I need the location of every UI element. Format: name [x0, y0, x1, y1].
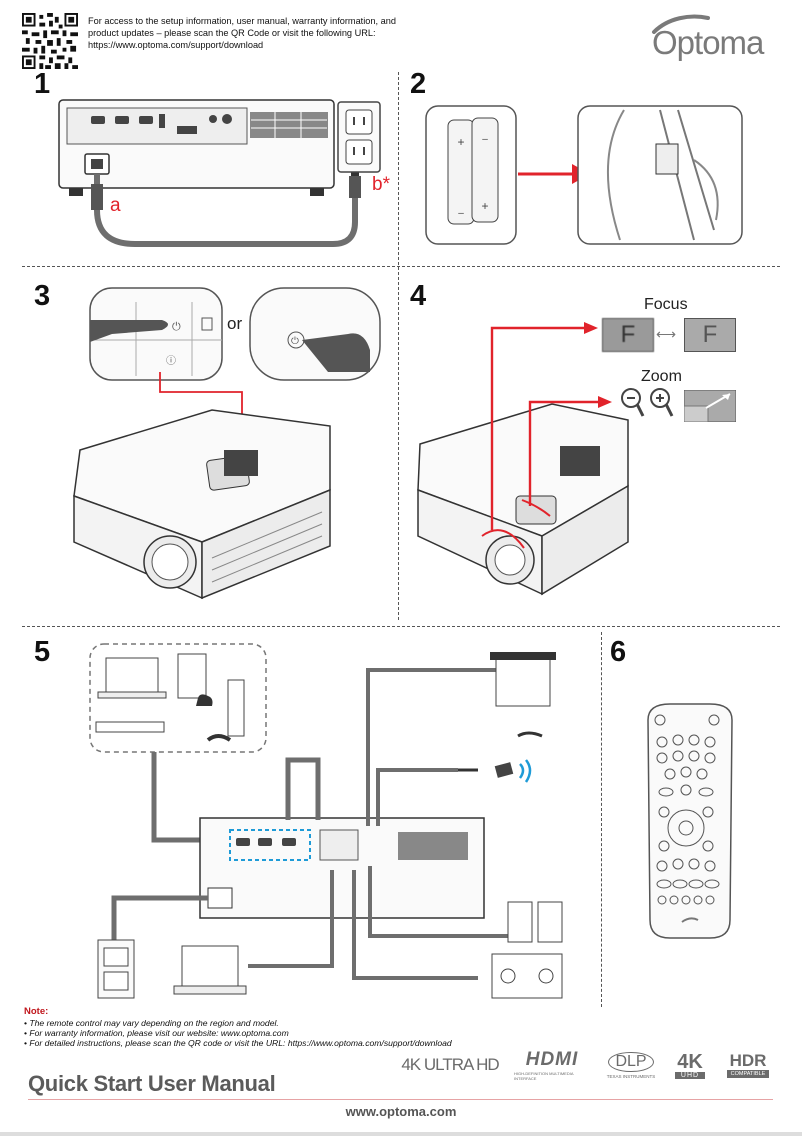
- header-access-info: For access to the setup information, use…: [88, 15, 418, 51]
- step-number-4: 4: [410, 280, 427, 312]
- footer-url: www.optoma.com: [345, 1104, 457, 1119]
- step5-connection-illustration: [89, 643, 563, 999]
- zoom-label: Zoom: [641, 368, 682, 385]
- step-number-1: 1: [34, 68, 51, 100]
- svg-text:+: +: [481, 199, 488, 213]
- qr-code-icon: [22, 13, 78, 69]
- note-item: For detailed instructions, please scan t…: [24, 1038, 584, 1049]
- cert-dlp-logo: DLP TEXAS INSTRUMENTS: [600, 1048, 662, 1082]
- cert-4k-ultra-hd-logo: 4K ULTRA HD: [401, 1055, 499, 1074]
- step6-remote-illustration: [647, 703, 733, 939]
- step2-battery-illustration: + + – –: [425, 105, 743, 245]
- note-list: The remote control may vary depending on…: [24, 1018, 584, 1049]
- step-number-3: 3: [34, 280, 51, 312]
- dlp-logo-text: DLP: [608, 1051, 654, 1072]
- focus-blurry-sample: F: [602, 318, 654, 352]
- dlp-logo-subtext: TEXAS INSTRUMENTS: [606, 1073, 656, 1079]
- cert-hdr-logo: HDR COMPATIBLE: [722, 1048, 774, 1082]
- page-title: Quick Start User Manual: [28, 1071, 276, 1096]
- zoom-in-icon: [650, 388, 674, 417]
- step3-or-label: or: [227, 314, 243, 333]
- step-number-2: 2: [410, 68, 427, 100]
- note-title: Note:: [24, 1006, 49, 1017]
- svg-text:⏻: ⏻: [291, 336, 299, 347]
- step1-label-a: a: [110, 195, 121, 216]
- note-item: The remote control may vary depending on…: [24, 1018, 584, 1029]
- zoom-resize-sample: [684, 390, 736, 422]
- fourk-logo-subtext: UHD: [674, 1071, 706, 1079]
- bottom-bar: [0, 1132, 802, 1136]
- fourk-logo-text: 4K: [677, 1050, 703, 1073]
- step-number-5: 5: [34, 636, 51, 668]
- header-access-text: For access to the setup information, use…: [88, 16, 396, 38]
- brand-name: Optoma: [652, 24, 764, 61]
- svg-text:ⓘ: ⓘ: [166, 355, 176, 367]
- focus-arrow-icon: ⟷: [656, 326, 677, 342]
- cert-hdmi-logo: HDMI HIGH-DEFINITION MULTIMEDIA INTERFAC…: [514, 1048, 590, 1082]
- power-icon: ⏻: [172, 321, 181, 333]
- svg-text:+: +: [457, 135, 464, 149]
- focus-label: Focus: [644, 296, 688, 313]
- step4-projector-illustration: [417, 322, 629, 596]
- hdr-logo-text: HDR: [729, 1051, 767, 1070]
- title-underline: [28, 1099, 773, 1100]
- focus-sharp-sample: F: [684, 318, 736, 352]
- hdmi-logo-subtext: HIGH-DEFINITION MULTIMEDIA INTERFACE: [514, 1071, 574, 1081]
- divider-vertical-top: [398, 72, 399, 620]
- divider-vertical-bottom: [601, 632, 602, 1007]
- note-item: For warranty information, please visit o…: [24, 1028, 584, 1039]
- step-number-6: 6: [610, 636, 627, 668]
- svg-text:–: –: [458, 208, 464, 219]
- divider-horizontal-2: [22, 626, 780, 627]
- hdmi-logo-text: HDMI: [525, 1049, 579, 1070]
- zoom-icons: [621, 388, 674, 417]
- cert-4k-uhd-logo: 4K UHD: [672, 1048, 708, 1082]
- step1-label-b: b*: [372, 174, 390, 195]
- svg-text:–: –: [482, 134, 488, 145]
- step1-power-illustration: [58, 99, 381, 247]
- hdr-logo-subtext: COMPATIBLE: [726, 1070, 770, 1078]
- step3-power-illustration: ⏻ ⓘ ⏻: [73, 287, 381, 600]
- optoma-logo: Optoma: [652, 14, 777, 62]
- logo-swoosh-icon: [652, 14, 710, 34]
- zoom-out-icon: [621, 388, 645, 417]
- header-url: https://www.optoma.com/support/download: [88, 40, 264, 50]
- divider-horizontal-1: [22, 266, 780, 267]
